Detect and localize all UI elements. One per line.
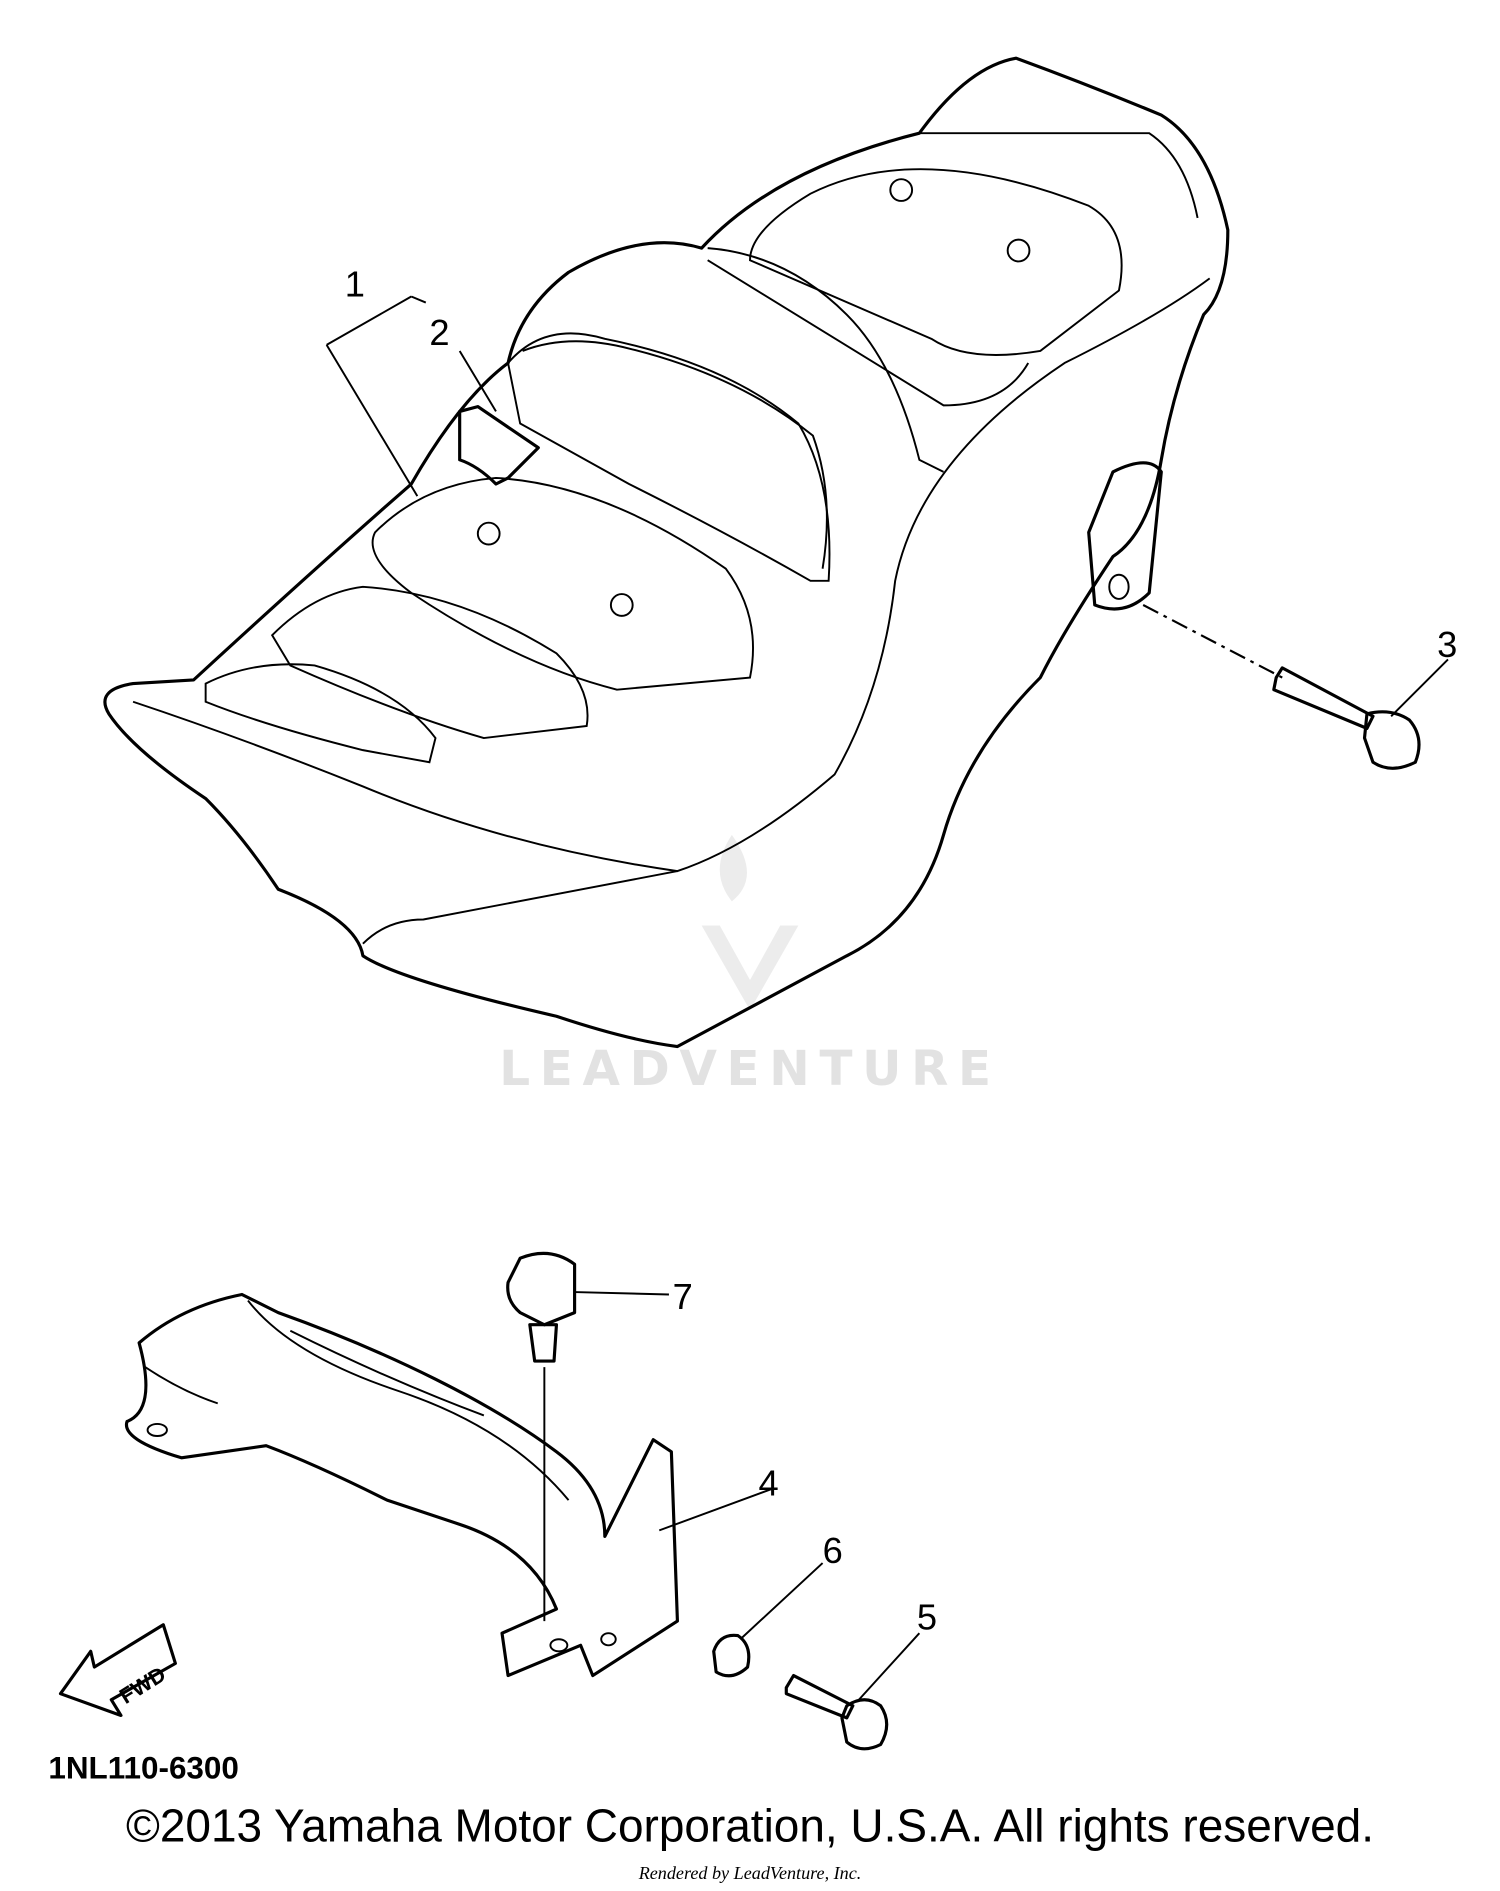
callout-7: 7 xyxy=(673,1276,693,1317)
knob-7: 7 xyxy=(506,1251,693,1622)
leader-lines xyxy=(325,295,497,497)
callout-1: 1 xyxy=(345,264,365,305)
copyright-notice: ©2013 Yamaha Motor Corporation, U.S.A. A… xyxy=(126,1799,1374,1851)
render-credit: Rendered by LeadVenture, Inc. xyxy=(638,1863,862,1883)
callout-4: 4 xyxy=(758,1462,778,1503)
fwd-label: FWD xyxy=(115,1661,170,1708)
watermark-text: LEADVENTURE xyxy=(499,1041,1000,1097)
callout-2: 2 xyxy=(429,312,449,353)
callout-5: 5 xyxy=(917,1597,937,1638)
seat-bracket-4: 4 xyxy=(124,1292,779,1678)
part-code: 1NL110-6300 xyxy=(48,1750,239,1785)
nut-6: 6 xyxy=(712,1530,843,1678)
leadventure-watermark: LEADVENTURE xyxy=(499,834,1000,1097)
fwd-arrow-icon: FWD xyxy=(58,1623,177,1718)
bolt-5: 5 xyxy=(784,1597,937,1751)
bolt-3: 3 xyxy=(1142,604,1457,770)
seat-assembly xyxy=(103,56,1230,1049)
callout-6: 6 xyxy=(823,1530,843,1571)
callout-3: 3 xyxy=(1437,624,1457,665)
